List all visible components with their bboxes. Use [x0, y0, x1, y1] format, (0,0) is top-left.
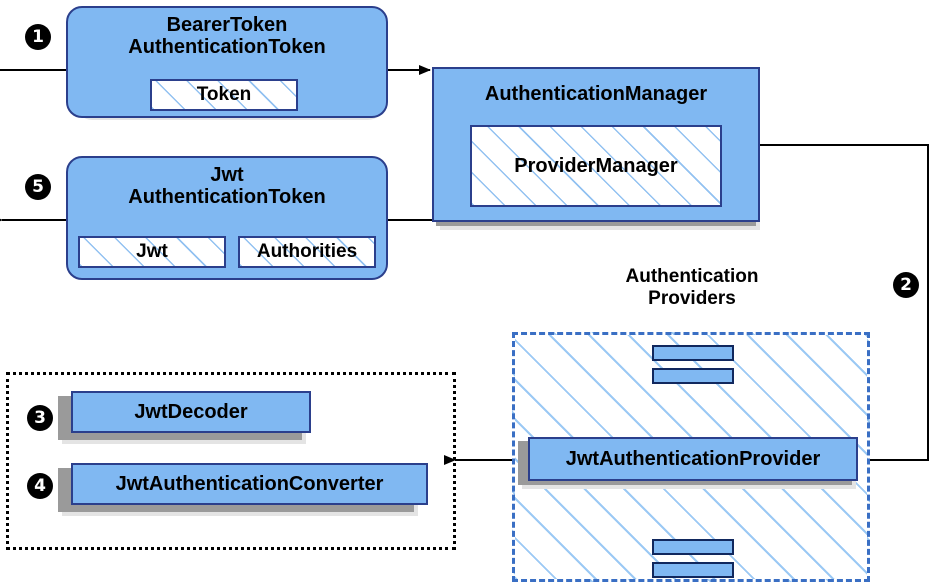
- bearer-token-authentication-token-title: BearerToken AuthenticationToken: [128, 14, 326, 59]
- authentication-manager-title: AuthenticationManager: [484, 83, 708, 105]
- provider-stack-bar-bottom-2: [652, 562, 734, 578]
- authentication-providers-label: Authentication Providers: [625, 266, 759, 309]
- jwt-decoder-label: JwtDecoder: [134, 400, 248, 423]
- jwt-authentication-provider-label: JwtAuthenticationProvider: [565, 447, 821, 470]
- provider-stack-bar-bottom-1: [652, 539, 734, 555]
- jwt-authentication-converter-label: JwtAuthenticationConverter: [115, 472, 384, 495]
- step-marker-5: 5: [25, 174, 51, 200]
- jwt-token-inner-authorities-label: Authorities: [256, 241, 358, 262]
- jwt-decoder-box[interactable]: JwtDecoder: [71, 391, 311, 433]
- provider-stack-bar-top-1: [652, 345, 734, 361]
- jwt-token-inner-jwt-label: Jwt: [136, 241, 168, 262]
- support-components-zone: [6, 372, 456, 550]
- step-marker-2: 2: [893, 272, 919, 298]
- bearer-token-inner-token-box: Token: [150, 79, 298, 111]
- step-marker-1: 1: [25, 24, 51, 50]
- provider-manager-box: ProviderManager: [470, 125, 722, 207]
- jwt-authentication-provider-box[interactable]: JwtAuthenticationProvider: [528, 437, 858, 481]
- provider-stack-bar-top-2: [652, 368, 734, 384]
- jwt-token-inner-jwt-box: Jwt: [78, 236, 226, 268]
- jwt-token-inner-authorities-box: Authorities: [238, 236, 376, 268]
- bearer-token-inner-token-label: Token: [196, 84, 252, 105]
- jwt-authentication-converter-box[interactable]: JwtAuthenticationConverter: [71, 463, 428, 505]
- provider-manager-label: ProviderManager: [514, 154, 678, 177]
- step-marker-4: 4: [27, 473, 53, 499]
- step-marker-3: 3: [27, 405, 53, 431]
- jwt-authentication-token-title: Jwt AuthenticationToken: [128, 164, 326, 209]
